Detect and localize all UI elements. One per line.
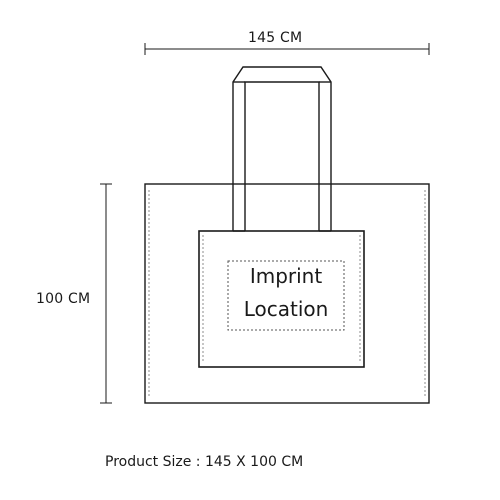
width-dimension-label: 145 CM [248,30,303,46]
height-dimension-arrow [100,183,112,404]
imprint-label-line-2: Location [243,297,329,321]
front-panel [198,230,365,368]
width-dimension-arrow [144,43,430,55]
product-size-caption: Product Size : 145 X 100 CM [105,454,304,470]
imprint-label-line-1: Imprint [249,264,323,288]
imprint-location-box [227,260,345,331]
bag-handle [232,66,332,231]
height-dimension-label: 100 CM [36,291,91,307]
